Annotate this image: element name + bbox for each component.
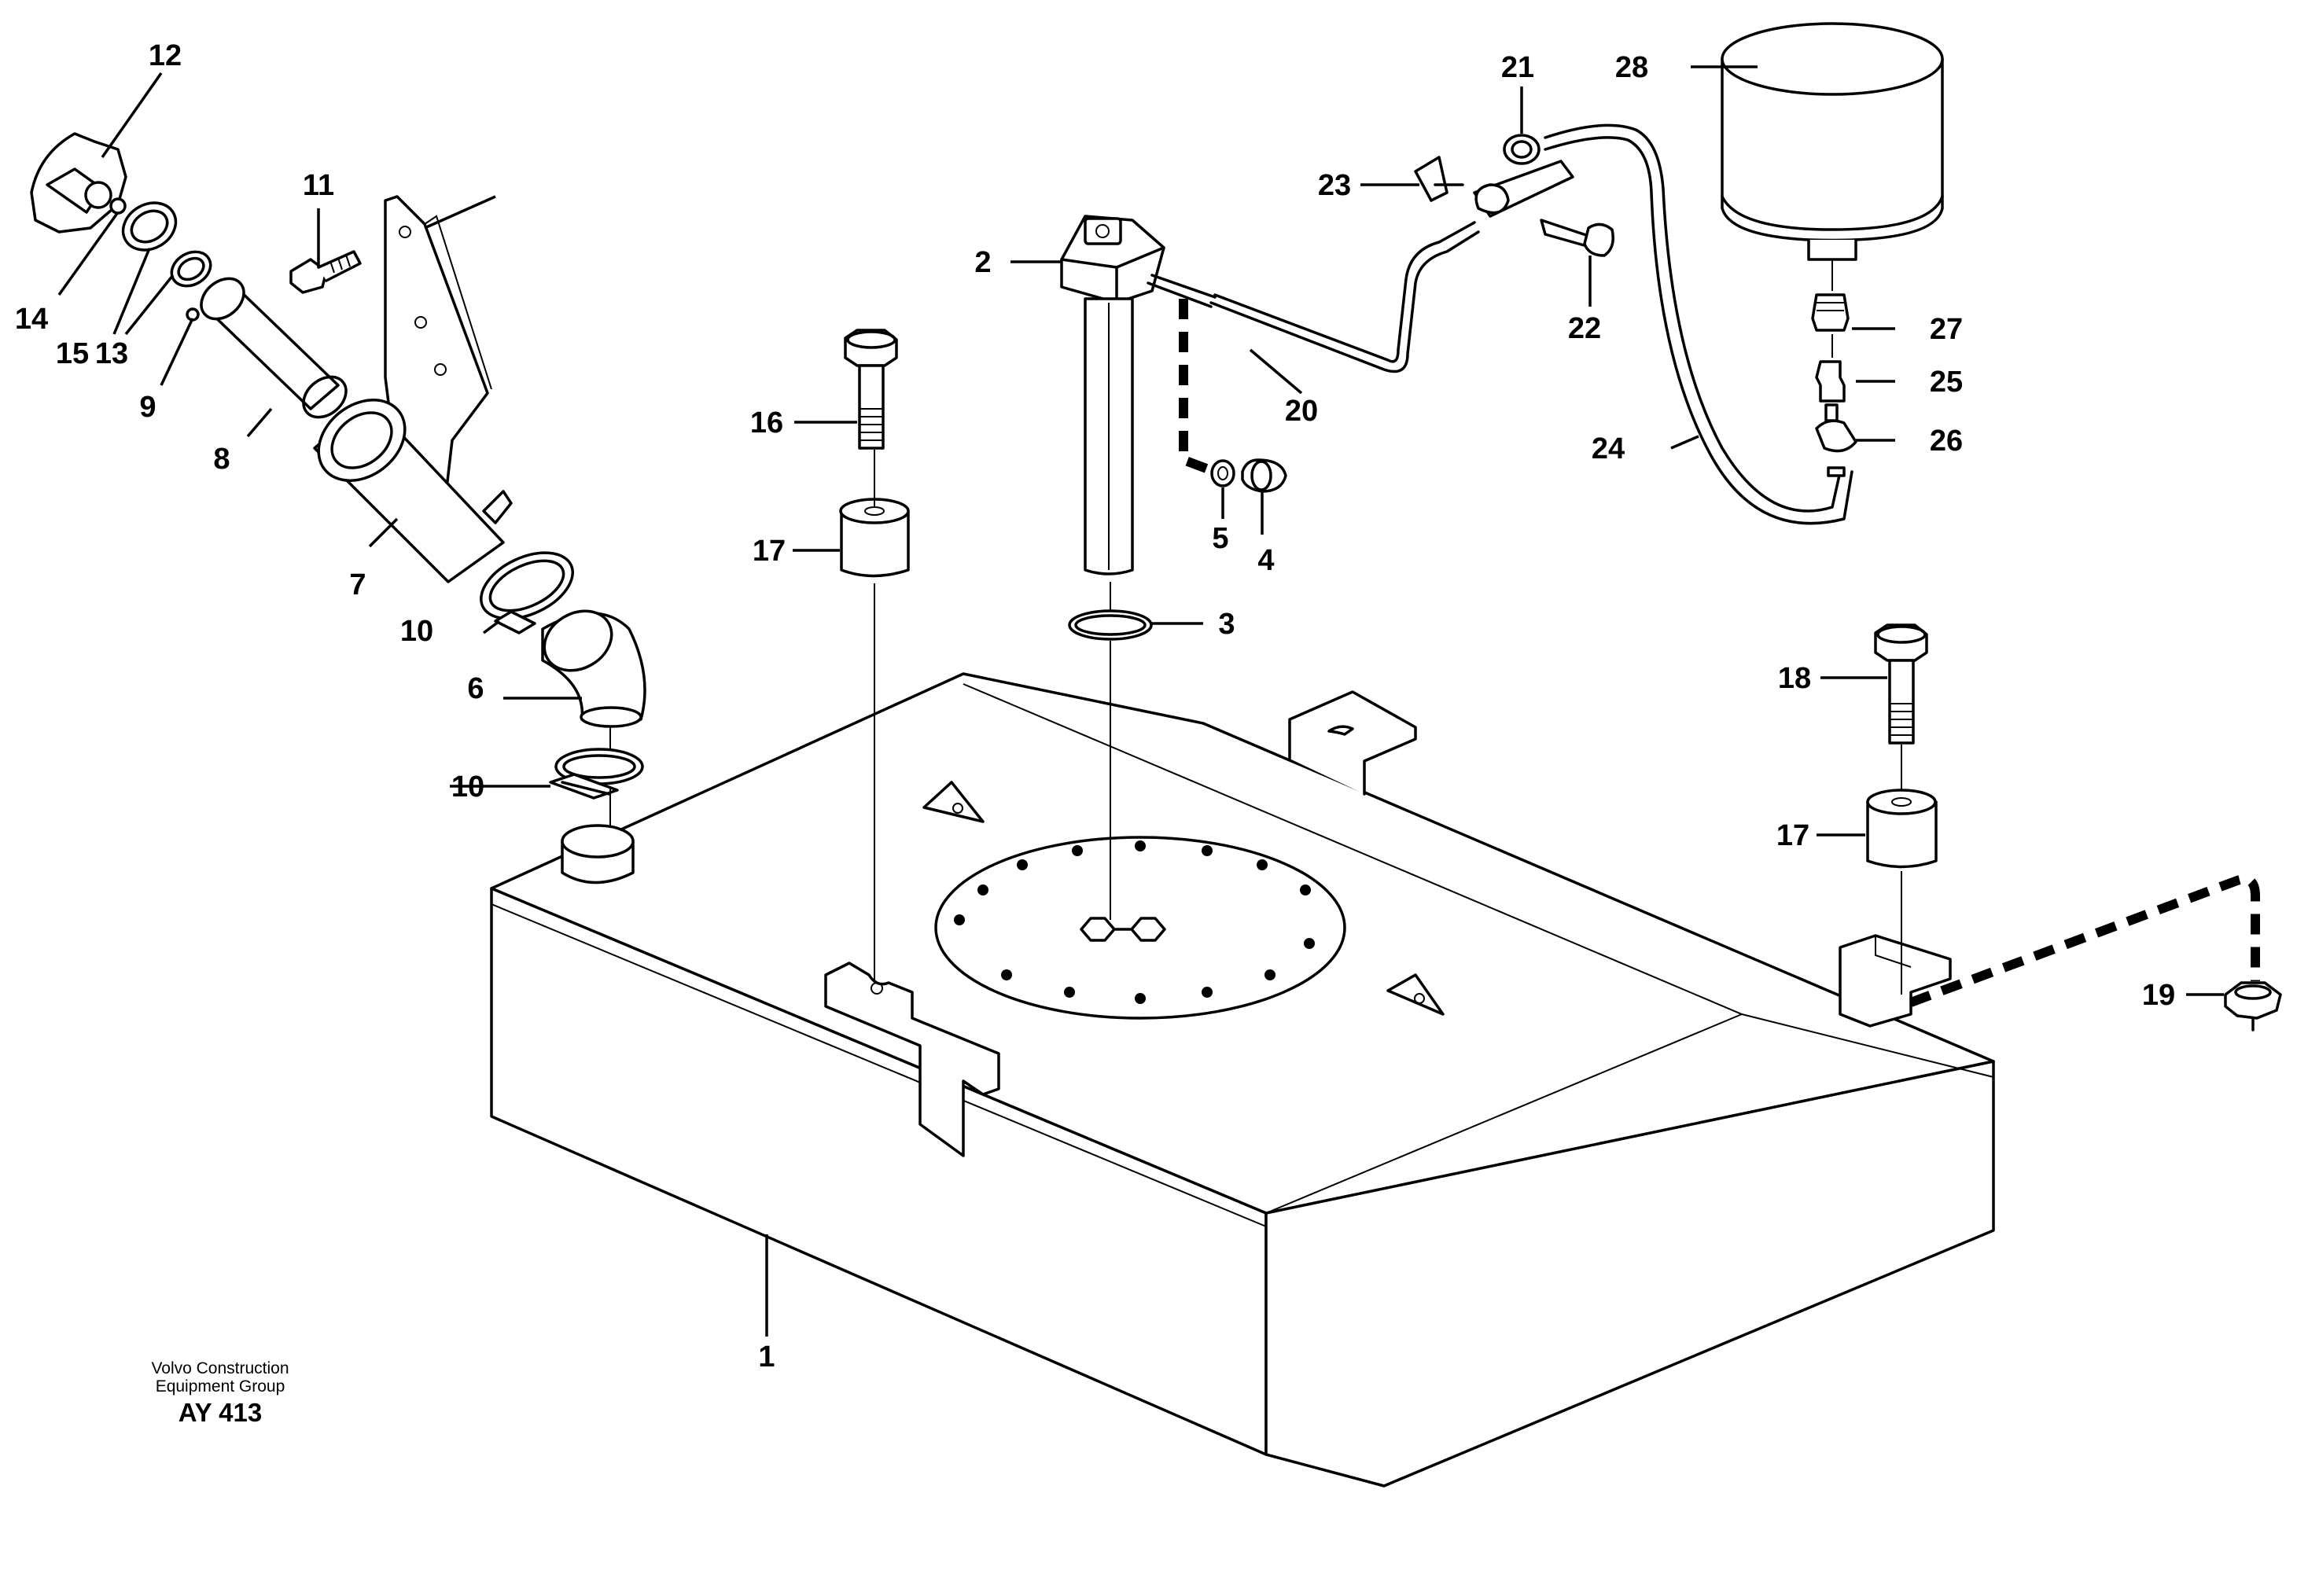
- callout-22: 22: [1568, 312, 1601, 345]
- callout-3: 3: [1218, 608, 1235, 641]
- callout-27: 27: [1930, 313, 1963, 346]
- callout-11: 11: [303, 169, 334, 202]
- credit-line-1: Volvo Construction: [151, 1359, 289, 1377]
- credit-block: Volvo Construction Equipment Group AY 41…: [151, 1359, 289, 1427]
- callout-20: 20: [1285, 395, 1318, 428]
- callout-25: 25: [1930, 366, 1963, 399]
- filler-assembly: [30, 132, 646, 800]
- callout-13: 13: [95, 337, 128, 370]
- callout-19: 19: [2142, 979, 2175, 1012]
- callout-10-lower: 10: [451, 770, 484, 804]
- callout-2: 2: [974, 246, 991, 279]
- callout-12: 12: [149, 39, 182, 72]
- drawing-code: AY 413: [179, 1398, 262, 1427]
- callout-24: 24: [1592, 432, 1625, 465]
- callout-16: 16: [750, 406, 783, 439]
- callouts: 1 2 3 4 5 6 7 8 9 10 10 11 12 13 14 15 1…: [15, 39, 2175, 1374]
- leader-lines: [57, 65, 2224, 1337]
- callout-17-left: 17: [753, 535, 786, 568]
- callout-7: 7: [349, 568, 366, 601]
- assembly-lines: [609, 259, 2260, 1007]
- fuel-level-sensor: [1060, 215, 1287, 641]
- callout-8: 8: [213, 443, 230, 476]
- callout-14: 14: [15, 303, 48, 336]
- callout-10-upper: 10: [400, 615, 433, 648]
- callout-15: 15: [56, 337, 89, 370]
- callout-1: 1: [758, 1340, 775, 1374]
- callout-4: 4: [1257, 544, 1274, 577]
- mounting-hardware: [839, 329, 2282, 1032]
- callout-26: 26: [1930, 425, 1963, 458]
- fuel-tank: [490, 672, 1995, 1488]
- callout-5: 5: [1212, 522, 1228, 555]
- callout-28: 28: [1615, 51, 1648, 84]
- callout-23: 23: [1318, 169, 1351, 202]
- breather-assembly: [1209, 22, 1944, 525]
- credit-line-2: Equipment Group: [156, 1377, 285, 1396]
- callout-9: 9: [139, 391, 156, 424]
- callout-21: 21: [1501, 51, 1534, 84]
- callout-17-right: 17: [1776, 819, 1809, 852]
- callout-18: 18: [1778, 662, 1811, 695]
- callout-6: 6: [467, 672, 484, 705]
